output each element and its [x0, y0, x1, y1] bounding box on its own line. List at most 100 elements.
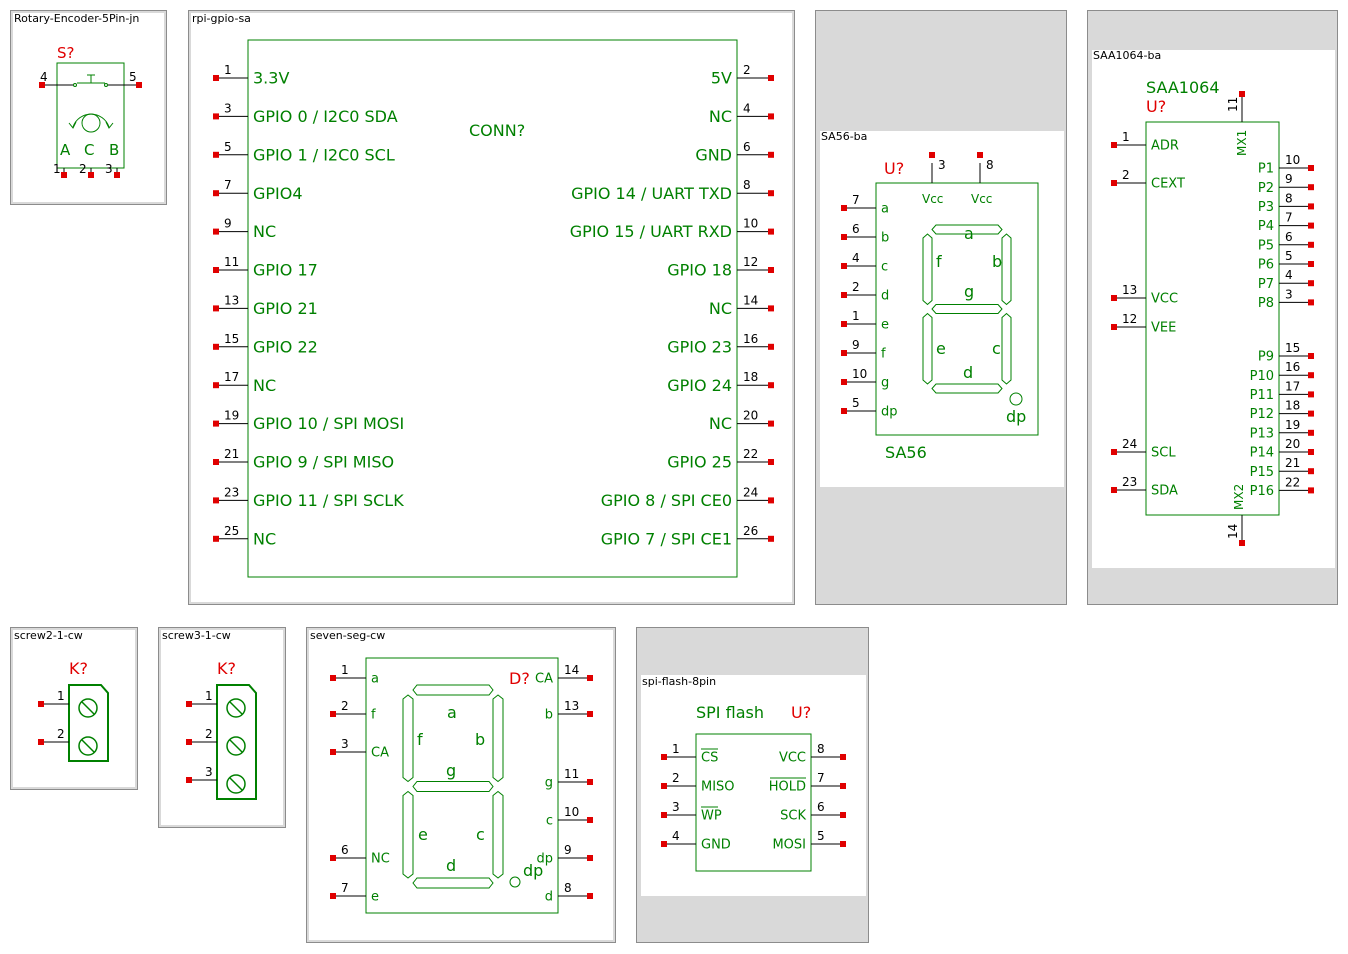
pin-connector[interactable]	[136, 82, 142, 88]
pin-connector[interactable]	[840, 841, 846, 847]
pin-connector[interactable]	[1308, 429, 1314, 436]
pin-connector[interactable]	[587, 711, 593, 717]
pin-connector[interactable]	[841, 234, 847, 240]
pin-connector[interactable]	[768, 113, 774, 120]
pin-connector[interactable]	[841, 292, 847, 298]
pin-connector[interactable]	[213, 75, 219, 81]
pin-connector[interactable]	[1308, 299, 1314, 306]
pin-connector[interactable]	[1308, 372, 1314, 379]
pin-connector[interactable]	[88, 172, 94, 178]
pin-connector[interactable]	[1308, 184, 1314, 191]
pin-connector[interactable]	[840, 754, 846, 760]
pin-connector[interactable]	[768, 151, 774, 158]
pin-connector[interactable]	[1111, 449, 1117, 455]
pin-connector[interactable]	[768, 420, 774, 427]
pin-connector[interactable]	[213, 190, 219, 197]
pin-connector[interactable]	[840, 783, 846, 789]
pin-connector[interactable]	[841, 321, 847, 327]
pin-connector[interactable]	[114, 172, 120, 178]
pin-connector[interactable]	[587, 779, 593, 785]
pin-connector[interactable]	[1308, 449, 1314, 455]
panel-rotary-encoder[interactable]: Rotary-Encoder-5Pin-jn S? A C B 4 5 1 2 …	[10, 10, 167, 205]
pin-number: 24	[743, 485, 758, 499]
pin-connector[interactable]	[587, 893, 593, 899]
pin-connector[interactable]	[1308, 165, 1314, 171]
pin-connector[interactable]	[213, 535, 219, 542]
pin-connector[interactable]	[1308, 241, 1314, 248]
pin-connector[interactable]	[213, 420, 219, 427]
ref-designator: U?	[884, 159, 904, 178]
pin-connector[interactable]	[1308, 468, 1314, 475]
pin-connector[interactable]	[661, 812, 667, 818]
pin-connector[interactable]	[768, 190, 774, 197]
pin-connector[interactable]	[661, 754, 667, 760]
pin-connector[interactable]	[587, 675, 593, 681]
pin-connector[interactable]	[1308, 261, 1314, 267]
pin-connector[interactable]	[841, 408, 847, 414]
pin-connector[interactable]	[1308, 353, 1314, 359]
pin-connector[interactable]	[213, 305, 219, 312]
pin-connector[interactable]	[768, 267, 774, 273]
pin-connector[interactable]	[1239, 540, 1245, 546]
pin-connector[interactable]	[213, 459, 219, 465]
pin-connector[interactable]	[768, 497, 774, 504]
pin-connector[interactable]	[330, 855, 336, 861]
pin-connector[interactable]	[768, 75, 774, 81]
pin-connector[interactable]	[929, 152, 935, 158]
pin-connector[interactable]	[661, 783, 667, 789]
pin-connector[interactable]	[841, 263, 847, 269]
pin-connector[interactable]	[768, 382, 774, 389]
pin-connector[interactable]	[213, 113, 219, 120]
pin-connector[interactable]	[213, 382, 219, 389]
panel-sa56[interactable]: SA56-ba U? SA56 3 8 Vcc Vcc a b c d e f …	[815, 10, 1067, 605]
pin-connector[interactable]	[768, 535, 774, 542]
pin-connector[interactable]	[38, 739, 44, 745]
pin-connector[interactable]	[38, 701, 44, 707]
pin-connector[interactable]	[213, 228, 219, 235]
pin-connector[interactable]	[1308, 280, 1314, 287]
pin-connector[interactable]	[661, 841, 667, 847]
pin-connector[interactable]	[330, 893, 336, 899]
pin-connector[interactable]	[213, 151, 219, 158]
pin-connector[interactable]	[213, 267, 219, 273]
pin-connector[interactable]	[186, 739, 192, 745]
pin-connector[interactable]	[768, 305, 774, 312]
pin-connector[interactable]	[1239, 91, 1245, 97]
pin-connector[interactable]	[1111, 295, 1117, 301]
pin-connector[interactable]	[1308, 391, 1314, 398]
pin-connector[interactable]	[587, 817, 593, 823]
pin-connector[interactable]	[587, 855, 593, 861]
pin-connector[interactable]	[1308, 487, 1314, 494]
pin-connector[interactable]	[840, 812, 846, 818]
pin-connector[interactable]	[841, 205, 847, 211]
pin-connector[interactable]	[977, 152, 983, 158]
pin-connector[interactable]	[1308, 410, 1314, 417]
pin-connector[interactable]	[1111, 180, 1117, 186]
pin-connector[interactable]	[330, 675, 336, 681]
pin-connector[interactable]	[768, 343, 774, 350]
pin-connector[interactable]	[330, 711, 336, 717]
pin-connector[interactable]	[186, 777, 192, 783]
pin-connector[interactable]	[1111, 324, 1117, 330]
pin-connector[interactable]	[768, 459, 774, 465]
pin-connector[interactable]	[1111, 142, 1117, 148]
pin-connector[interactable]	[330, 749, 336, 755]
pin-connector[interactable]	[841, 379, 847, 385]
pin-connector[interactable]	[1308, 222, 1314, 229]
pin-connector[interactable]	[768, 228, 774, 235]
pin-connector[interactable]	[1308, 203, 1314, 210]
pin-connector[interactable]	[213, 343, 219, 350]
pin-connector[interactable]	[61, 172, 67, 178]
pin-connector[interactable]	[841, 350, 847, 356]
pin-connector[interactable]	[1111, 487, 1117, 493]
pin-label: SDA	[1151, 484, 1178, 499]
pin-connector[interactable]	[186, 701, 192, 707]
pin-connector[interactable]	[39, 82, 45, 88]
pin-connector[interactable]	[213, 497, 219, 504]
